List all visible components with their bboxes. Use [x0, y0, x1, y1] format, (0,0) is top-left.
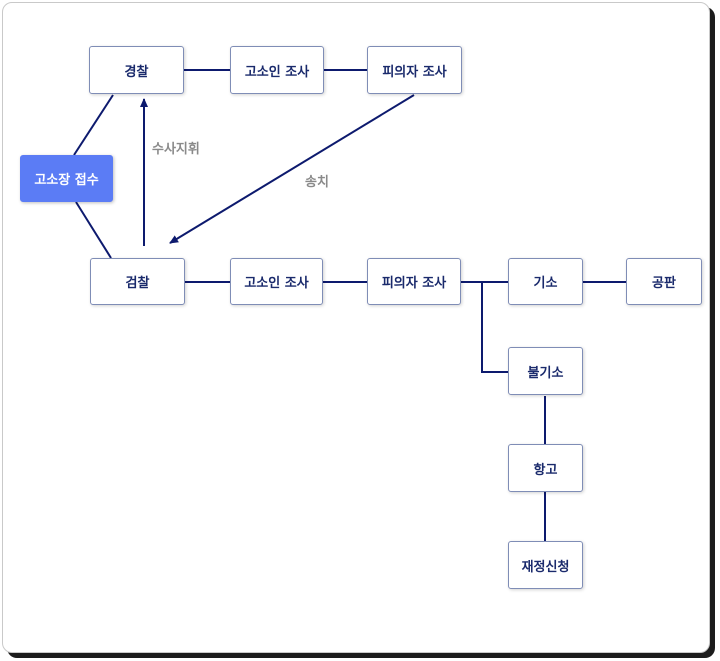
- node-police-complainant-interview: 고소인 조사: [230, 46, 324, 94]
- edge-complaint-police: [73, 94, 114, 156]
- edge-suspect-non-indictment: [481, 282, 508, 373]
- diagram-frame: [2, 2, 710, 653]
- node-complaint-received: 고소장 접수: [20, 155, 113, 202]
- edge-transfer-arrow: [169, 94, 415, 244]
- node-trial: 공판: [626, 258, 702, 305]
- node-police: 경찰: [89, 46, 184, 94]
- edge-label-investigation-direction: 수사지휘: [152, 142, 200, 157]
- node-indictment: 기소: [508, 258, 583, 305]
- node-prosecution-suspect-interview: 피의자 조사: [367, 258, 461, 305]
- edge-complaint-prosecution: [75, 201, 112, 259]
- edge-label-transfer: 송치: [305, 175, 329, 190]
- node-police-suspect-interview: 피의자 조사: [367, 46, 462, 94]
- node-prosecution-complainant-interview: 고소인 조사: [230, 258, 323, 305]
- node-prosecution: 검찰: [90, 258, 185, 305]
- node-appeal: 항고: [508, 444, 583, 492]
- node-non-indictment: 불기소: [508, 347, 583, 395]
- node-adjudication-request: 재정신청: [508, 541, 583, 589]
